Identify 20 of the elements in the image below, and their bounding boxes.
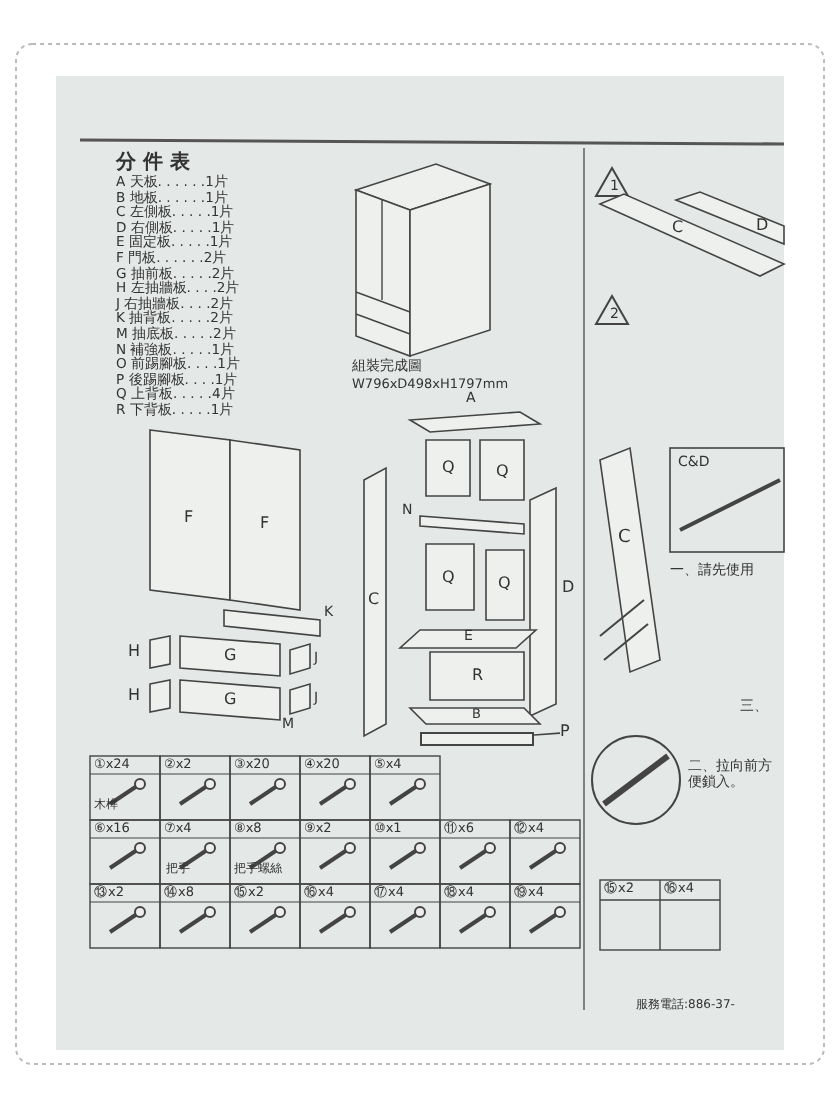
part-letter: Q <box>442 570 455 588</box>
part-letter: D <box>756 218 769 236</box>
part-letter: H <box>128 688 141 706</box>
part-letter: Q <box>498 576 511 594</box>
part-letter: F <box>184 510 194 528</box>
kickboard-bar <box>420 732 534 746</box>
part-letter: G <box>224 692 237 710</box>
part-letter: F <box>260 516 270 534</box>
part-letter: D <box>562 580 575 598</box>
part-letter: R <box>472 668 484 686</box>
table-title: 分 件 表 <box>116 152 190 174</box>
part-letter: C <box>618 530 631 550</box>
part-letter: C <box>368 592 380 610</box>
part-letter: Q <box>442 460 455 478</box>
part-letter: Q <box>496 464 509 482</box>
part-letter: G <box>224 648 237 666</box>
leader-line <box>533 732 561 736</box>
part-letter: P <box>560 724 570 742</box>
part-letter: H <box>128 644 141 662</box>
part-letter: C <box>672 220 684 238</box>
